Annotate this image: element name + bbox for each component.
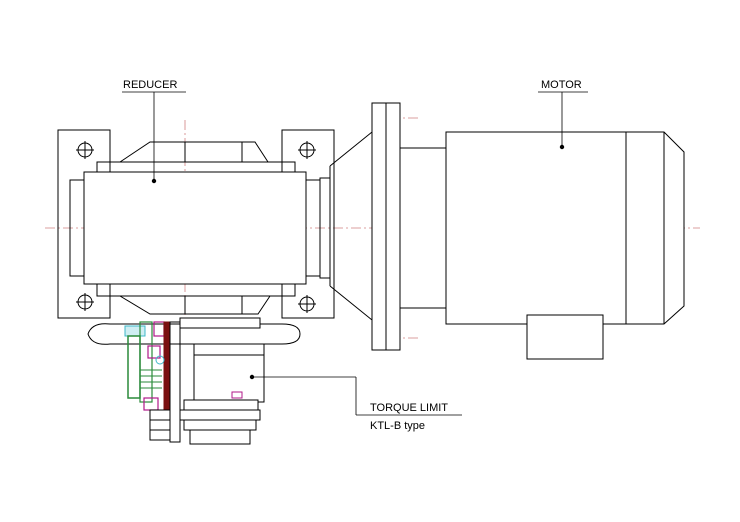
reducer bbox=[57, 129, 373, 322]
cyan-keyway bbox=[124, 325, 146, 337]
torque-type-label: KTL-B type bbox=[370, 420, 425, 432]
flange-spigot bbox=[399, 147, 447, 309]
motor-body bbox=[445, 131, 627, 325]
magenta-pin-bottom bbox=[143, 397, 159, 411]
motor-terminal-box bbox=[526, 314, 604, 360]
adjusting-ring-2 bbox=[179, 409, 261, 421]
reducer-top-cover bbox=[119, 141, 269, 163]
green-bushing bbox=[127, 335, 141, 399]
torque-limiter bbox=[87, 317, 301, 445]
adjusting-ring-3 bbox=[183, 419, 257, 431]
adjusting-ring-1 bbox=[183, 399, 259, 411]
motor-label: MOTOR bbox=[541, 79, 582, 91]
bottom-bolt bbox=[149, 409, 171, 441]
friction-plates bbox=[140, 369, 162, 389]
reducer-left-cap bbox=[69, 179, 85, 277]
motor bbox=[445, 131, 685, 360]
magenta-pin-top bbox=[147, 345, 161, 359]
torque-limit-label: TORQUE LIMIT bbox=[370, 402, 448, 414]
reducer-top-band bbox=[96, 161, 296, 173]
limiter-housing bbox=[193, 343, 265, 403]
reducer-bottom-cover bbox=[119, 295, 271, 315]
adjusting-nut bbox=[189, 429, 251, 445]
cyan-ball bbox=[155, 355, 165, 365]
reducer-body bbox=[83, 171, 307, 285]
motor-end-cover bbox=[625, 131, 685, 325]
annotations bbox=[122, 91, 588, 416]
reducer-label: REDUCER bbox=[123, 79, 177, 91]
reducer-bottom-band bbox=[96, 283, 296, 297]
adapter-cone bbox=[329, 130, 373, 322]
motor-flange bbox=[371, 102, 447, 351]
